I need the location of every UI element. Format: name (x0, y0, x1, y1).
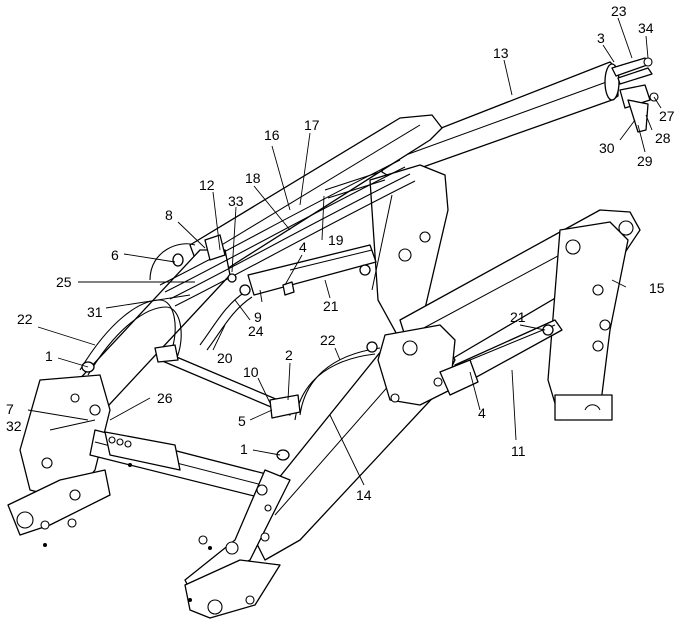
callout-5: 5 (238, 413, 246, 429)
callout-22a: 22 (17, 311, 33, 327)
valve-manifold (154, 344, 301, 419)
callout-8: 8 (165, 207, 173, 223)
callout-11: 11 (511, 443, 526, 459)
callout-30: 30 (599, 140, 615, 156)
callout-7: 7 (6, 401, 14, 417)
callout-23: 23 (611, 3, 627, 19)
callout-33: 33 (228, 193, 244, 209)
callout-3: 3 (597, 30, 605, 46)
callout-10: 10 (243, 364, 259, 380)
callout-21b: 21 (510, 309, 526, 325)
quick-coupler-cluster (611, 57, 659, 133)
callout-4b: 4 (478, 405, 486, 421)
callout-25: 25 (56, 274, 72, 290)
callout-16: 16 (264, 127, 280, 143)
callout-12: 12 (199, 177, 215, 193)
right-side-frame (399, 209, 641, 421)
callout-4a: 4 (299, 239, 307, 255)
callout-15: 15 (649, 280, 665, 296)
callout-labels: 1 1 2 3 4 4 5 6 7 8 9 10 11 12 13 14 15 … (6, 3, 675, 503)
callout-28: 28 (655, 130, 671, 146)
callout-1a: 1 (45, 348, 53, 364)
callout-20: 20 (217, 350, 233, 366)
callout-1b: 1 (240, 441, 248, 457)
callout-27: 27 (659, 108, 675, 124)
callout-26: 26 (157, 390, 173, 406)
fittings (81, 234, 554, 461)
callout-34: 34 (638, 20, 654, 36)
callout-13: 13 (493, 45, 509, 61)
callout-14: 14 (356, 487, 372, 503)
right-main-boom (244, 324, 456, 561)
pins (43, 463, 212, 602)
right-attach-bracket (184, 469, 291, 619)
callout-17: 17 (304, 117, 320, 133)
left-upper-arm (189, 114, 449, 341)
callout-24: 24 (248, 323, 264, 339)
left-lift-cylinder (247, 244, 377, 296)
right-lift-cylinder (439, 319, 563, 396)
left-attach-bracket (7, 393, 111, 536)
callout-9: 9 (254, 309, 262, 325)
cross-tube (89, 429, 271, 501)
left-main-boom (19, 249, 231, 501)
callout-18: 18 (245, 170, 261, 186)
callout-21a: 21 (323, 298, 339, 314)
callout-22b: 22 (320, 332, 336, 348)
callout-31: 31 (87, 304, 103, 320)
callout-2: 2 (285, 347, 293, 363)
leader-lines (27, 17, 662, 486)
callout-29: 29 (637, 153, 653, 169)
callout-32: 32 (6, 418, 22, 434)
callout-19: 19 (328, 232, 344, 248)
callout-6: 6 (111, 247, 119, 263)
